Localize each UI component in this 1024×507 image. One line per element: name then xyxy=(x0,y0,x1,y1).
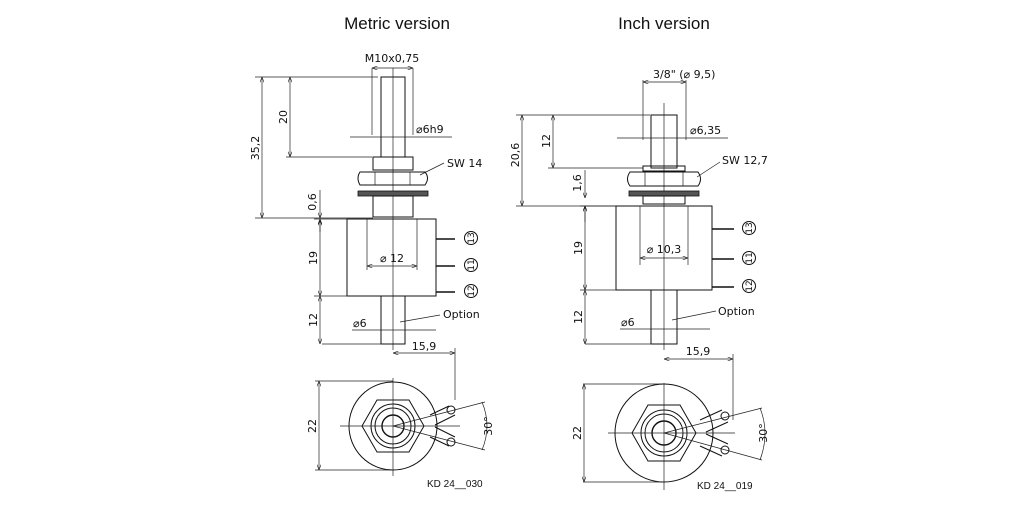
svg-text:12: 12 xyxy=(467,285,477,296)
metric-rear-shaft-length: 12 xyxy=(307,313,320,327)
inch-drawing: Inch version 3/8" (⌀ 9,5) ⌀6,35 SW 12,7 … xyxy=(509,14,770,492)
inch-width: 15,9 xyxy=(686,345,711,358)
metric-washer: 0,6 xyxy=(306,193,319,211)
svg-text:11: 11 xyxy=(467,259,477,270)
inch-diameter: 22 xyxy=(571,426,584,440)
metric-diameter: 22 xyxy=(306,419,319,433)
inch-pin-12: 12 xyxy=(742,279,756,293)
metric-title: Metric version xyxy=(344,14,450,33)
metric-pin-13: 13 xyxy=(464,231,478,245)
inch-shaft-diameter: ⌀6,35 xyxy=(690,124,721,137)
metric-shaft-diameter: ⌀6h9 xyxy=(416,123,444,136)
inch-body-height: 19 xyxy=(572,241,585,255)
metric-thread-label: M10x0,75 xyxy=(365,52,420,65)
inch-wrench-size: SW 12,7 xyxy=(722,154,768,167)
svg-text:13: 13 xyxy=(745,222,755,233)
metric-shaft-length: 20 xyxy=(277,110,290,124)
metric-pin-12: 12 xyxy=(464,284,478,298)
metric-drawing: Metric version M10x0,75 ⌀6h9 SW 14 35,2 … xyxy=(249,14,495,490)
inch-thread-label: 3/8" (⌀ 9,5) xyxy=(653,68,715,81)
inch-pin-13: 13 xyxy=(742,221,756,235)
metric-rear-shaft-diameter: ⌀6 xyxy=(353,317,367,330)
inch-total-height: 20,6 xyxy=(509,143,522,168)
inch-rear-shaft-length: 12 xyxy=(572,310,585,324)
metric-body-diameter: ⌀ 12 xyxy=(380,252,404,265)
inch-rear-shaft-diameter: ⌀6 xyxy=(621,316,635,329)
inch-code: KD 24__019 xyxy=(697,481,753,492)
metric-total-height: 35,2 xyxy=(249,136,262,161)
inch-pin-11: 11 xyxy=(742,251,756,265)
metric-option-label: Option xyxy=(443,308,480,321)
svg-text:12: 12 xyxy=(745,280,755,291)
metric-pin-11: 11 xyxy=(464,258,478,272)
inch-title: Inch version xyxy=(618,14,710,33)
metric-width: 15,9 xyxy=(412,340,437,353)
svg-text:13: 13 xyxy=(467,232,477,243)
inch-body-diameter: ⌀ 10,3 xyxy=(647,243,682,256)
svg-text:11: 11 xyxy=(745,252,755,263)
inch-option-label: Option xyxy=(718,305,755,318)
metric-wrench-size: SW 14 xyxy=(447,157,482,170)
metric-body-height: 19 xyxy=(307,251,320,265)
inch-shaft-length: 12 xyxy=(540,134,553,148)
metric-angle: 30° xyxy=(482,416,495,436)
inch-washer: 1,6 xyxy=(571,174,584,192)
inch-angle: 30° xyxy=(757,423,770,443)
metric-code: KD 24__030 xyxy=(427,479,483,490)
